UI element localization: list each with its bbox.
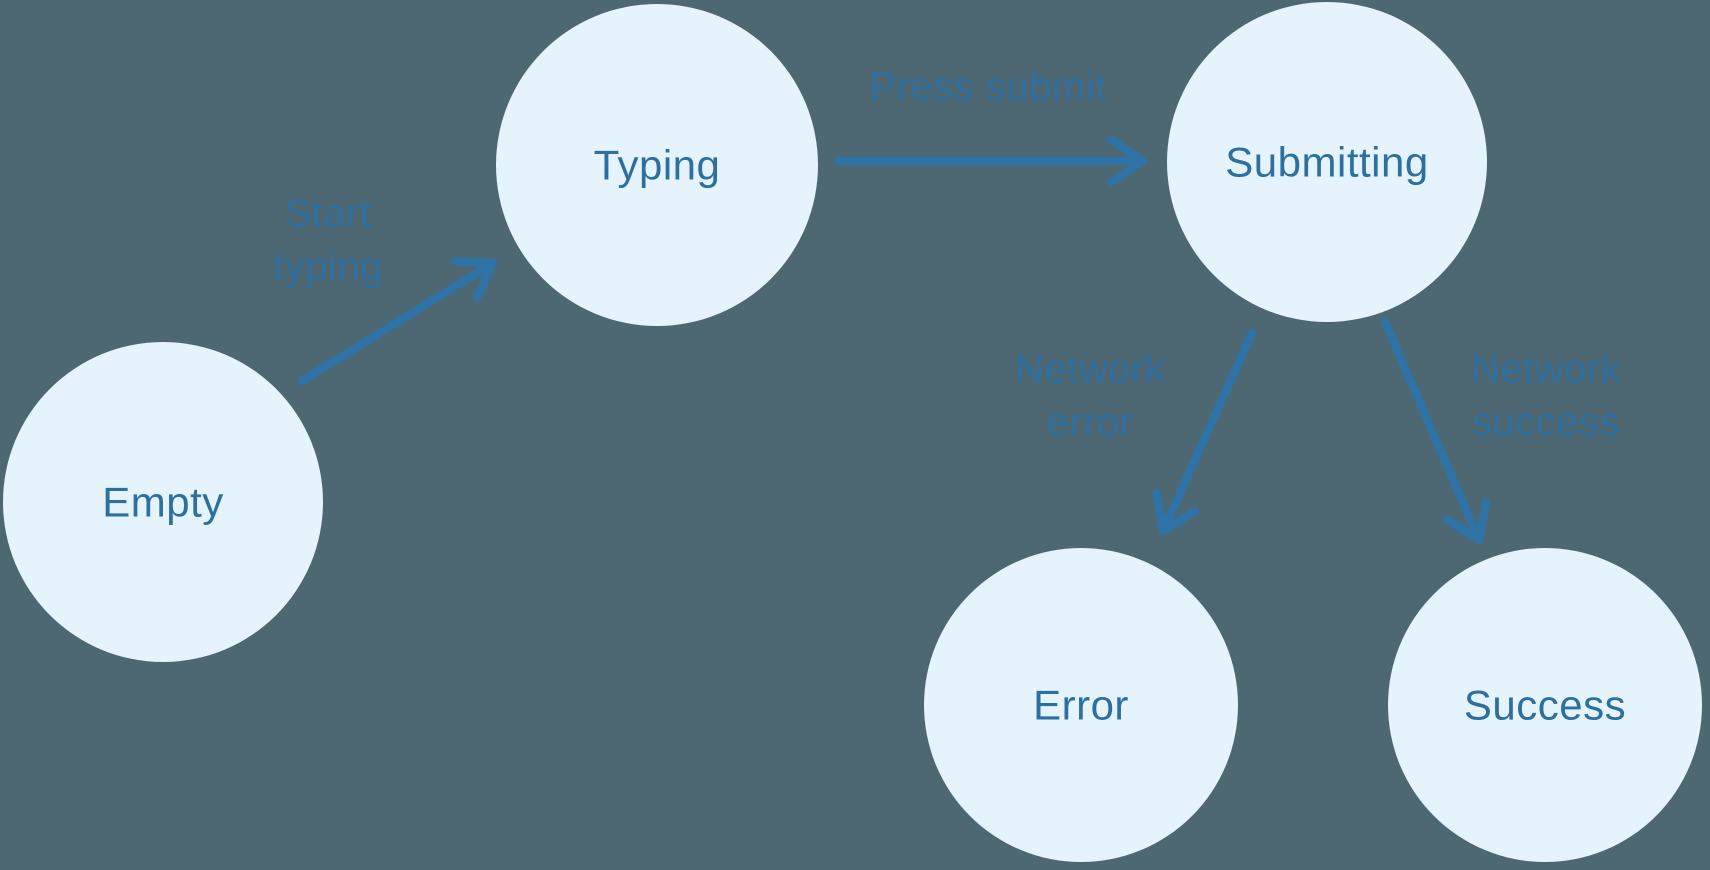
transition-arrowhead-icon <box>1442 498 1491 545</box>
state-node-label-empty: Empty <box>102 479 224 526</box>
state-node-circle-typing <box>496 4 818 326</box>
state-node-label-typing: Typing <box>594 142 721 189</box>
state-node-circle-submitting <box>1167 2 1487 322</box>
transition-arrowhead-icon <box>1152 489 1200 536</box>
state-node-label-error: Error <box>1033 682 1129 729</box>
transition-arrow-line-submitting-to-error <box>1158 328 1257 536</box>
transition-arrowhead-icon <box>1107 135 1148 187</box>
transition-arrow-line-submitting-to-success <box>1380 317 1484 545</box>
state-node-circle-empty <box>3 342 323 662</box>
transition-label-typing-to-submitting: Press submit <box>869 65 1106 109</box>
state-node-submitting: Submitting <box>1167 2 1487 322</box>
state-node-success: Success <box>1388 548 1702 862</box>
transition-arrow-line-empty-to-typing <box>297 258 498 386</box>
state-node-circle-success <box>1388 548 1702 862</box>
state-node-error: Error <box>924 548 1238 862</box>
state-node-empty: Empty <box>3 342 323 662</box>
transition-typing-to-submitting: Press submit <box>833 65 1148 187</box>
state-node-typing: Typing <box>496 4 818 326</box>
state-node-label-submitting: Submitting <box>1225 139 1428 186</box>
state-node-label-success: Success <box>1464 682 1626 729</box>
state-node-circle-error <box>924 548 1238 862</box>
transition-arrowhead-icon <box>450 257 498 302</box>
